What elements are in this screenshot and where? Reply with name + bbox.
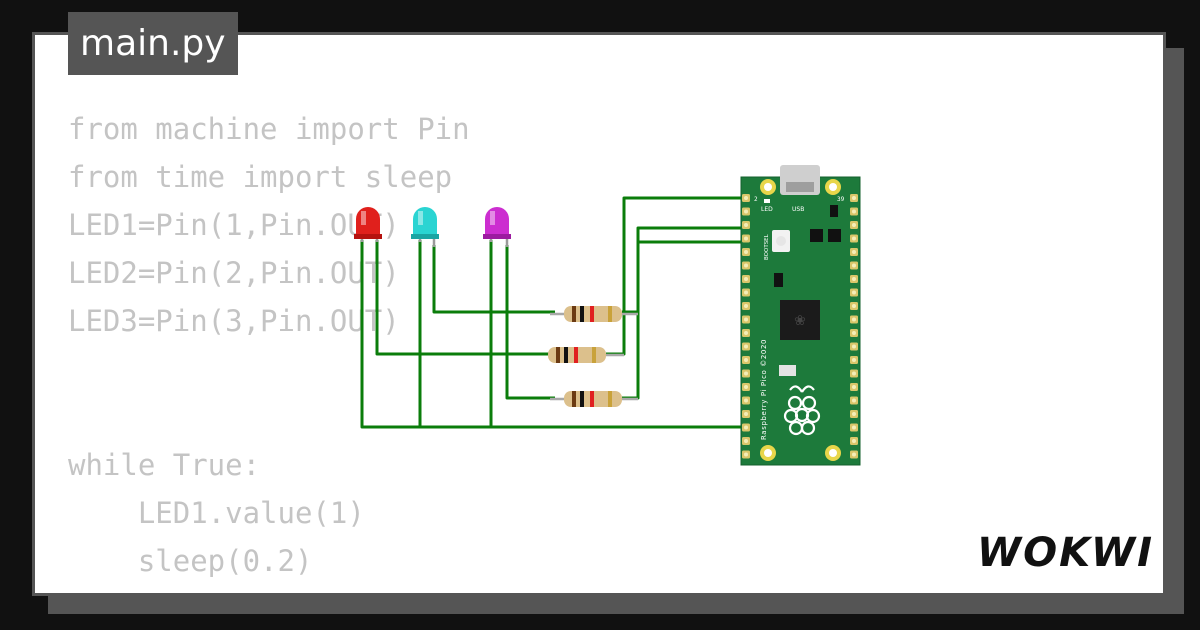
code-line-8: while True: [68, 448, 261, 482]
resistor-2[interactable] [548, 347, 624, 363]
pin-hole [744, 317, 748, 322]
code-line-9: LED1.value(1) [68, 496, 365, 530]
pin-hole [744, 371, 748, 376]
pin-hole [852, 236, 856, 241]
board-silkscreen: Raspberry Pi Pico ©2020 [760, 339, 768, 440]
pin-hole [744, 385, 748, 389]
pin-hole [744, 398, 748, 403]
pin-hole [744, 304, 748, 308]
pin-hole [744, 358, 748, 362]
code-line-1: from machine import Pin [68, 112, 470, 146]
pin-hole [744, 412, 748, 416]
wire-resistor3-gp2[interactable] [622, 226, 752, 400]
wire-led2-resistor1[interactable] [432, 245, 555, 314]
pin-hole [744, 331, 748, 335]
pin-hole [852, 452, 856, 457]
onboard-led [764, 199, 770, 203]
pin-hole [852, 425, 856, 430]
code-preview: from machine import Pin from time import … [68, 105, 470, 593]
flash-chip [810, 229, 823, 242]
pin-hole [744, 452, 748, 457]
pin-hole [852, 358, 856, 362]
wire-led1-gnd[interactable] [360, 240, 752, 429]
rp2040-chip: ❀ [780, 300, 820, 340]
usb-connector [780, 165, 820, 195]
pin-hole [852, 371, 856, 376]
led-cyan[interactable] [411, 207, 439, 247]
code-line-11: LED2.value(1) [68, 585, 470, 593]
pin-hole [744, 344, 748, 349]
pin-hole [744, 277, 748, 281]
wire-resistor1-gp3[interactable] [622, 240, 752, 314]
debug-connector [779, 365, 796, 376]
pin-hole [744, 250, 748, 254]
pin-hole [744, 425, 748, 430]
pin-hole [852, 439, 856, 443]
bootsel-label: BOOTSEL [764, 233, 770, 260]
pin-hole [852, 196, 856, 200]
wire-resistor2-gp1[interactable] [606, 196, 752, 356]
pin-hole [744, 223, 748, 227]
pin-hole [852, 223, 856, 227]
led-label: LED [761, 206, 773, 213]
code-line-2: from time import sleep [68, 160, 453, 194]
wokwi-logo-text: WOKWI [977, 530, 1154, 576]
pin-hole [744, 236, 748, 241]
pin-hole [852, 304, 856, 308]
pin-hole [852, 263, 856, 268]
pin-hole [744, 263, 748, 268]
pin-label-left: 2 [754, 196, 758, 203]
code-line-3: LED1=Pin(1,Pin.OUT) [68, 208, 400, 242]
code-line-10: sleep(0.2) [68, 544, 313, 578]
usb-label: USB [792, 206, 804, 213]
pin-hole [852, 317, 856, 322]
code-line-4: LED2=Pin(2,Pin.OUT) [68, 256, 400, 290]
pico-board[interactable]: 2 39 LED USB BOOTSEL ❀ Raspberry Pi Pico… [740, 165, 861, 466]
pin-hole [744, 209, 748, 214]
pin-header-left [742, 194, 750, 459]
pin-header-right [850, 194, 858, 459]
bootsel-button-cap [776, 236, 786, 246]
pin-hole [852, 209, 856, 214]
pin-hole [744, 439, 748, 443]
regulator [830, 205, 838, 217]
wire-led1-resistor2[interactable] [375, 240, 555, 356]
pin-hole [852, 290, 856, 295]
small-ic [774, 273, 783, 287]
mounting-holes [760, 179, 841, 461]
resistor-1[interactable] [550, 306, 638, 322]
chip-logo-icon: ❀ [794, 313, 806, 329]
pin-hole [744, 196, 748, 200]
pin-hole [852, 344, 856, 349]
led-red[interactable] [354, 207, 382, 242]
pin-hole [852, 398, 856, 403]
pin-hole [852, 331, 856, 335]
pin-label-right: 39 [837, 196, 845, 203]
raspberry-logo-icon [783, 385, 821, 436]
led-magenta[interactable] [483, 207, 511, 247]
crystal [828, 229, 841, 242]
pin-hole [852, 277, 856, 281]
pin-hole [744, 290, 748, 295]
wire-led3-resistor3[interactable] [505, 245, 555, 400]
pin-hole [852, 385, 856, 389]
filename-tab[interactable]: main.py [68, 12, 238, 75]
wokwi-logo[interactable]: WOKWI [975, 527, 1155, 577]
pin-hole [852, 412, 856, 416]
resistor-3[interactable] [550, 391, 638, 407]
code-line-5: LED3=Pin(3,Pin.OUT) [68, 304, 400, 338]
pin-hole [852, 250, 856, 254]
